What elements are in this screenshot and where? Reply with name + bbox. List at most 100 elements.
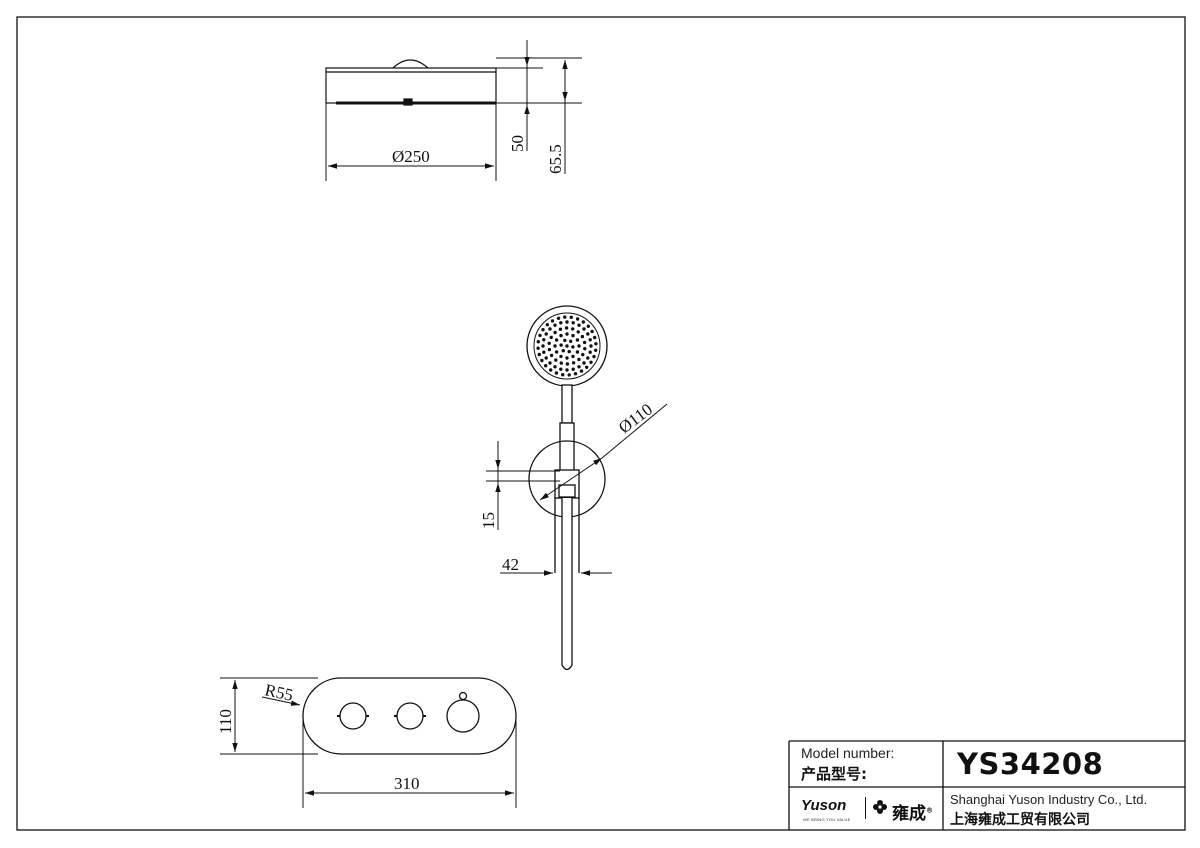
spray-nozzle <box>577 323 581 327</box>
title-block: Model number: 产品型号: YS34208 Yuson WE BRI… <box>789 741 1185 830</box>
spray-nozzle <box>541 344 545 348</box>
spray-nozzle <box>559 361 563 365</box>
spray-nozzle <box>540 358 544 363</box>
valve-knob-2 <box>394 702 426 730</box>
spray-nozzle <box>571 327 575 331</box>
spray-nozzle <box>549 368 553 372</box>
plate-height-label: 110 <box>216 709 235 734</box>
spray-nozzle <box>577 344 581 348</box>
model-number-value: YS34208 <box>957 747 1104 781</box>
spray-nozzle <box>577 357 581 362</box>
sheet-border <box>16 16 1186 831</box>
spray-nozzle <box>547 341 551 345</box>
spray-nozzle <box>554 350 559 354</box>
spray-nozzle <box>571 354 575 359</box>
spray-nozzle <box>548 327 552 331</box>
company-logo-text: Yuson <box>801 797 847 814</box>
spray-nozzle <box>571 333 575 338</box>
logo-separator <box>865 797 866 819</box>
spray-nozzle <box>565 344 569 348</box>
spray-nozzle <box>550 319 555 323</box>
spray-nozzle <box>569 339 573 343</box>
spray-nozzle <box>565 320 569 324</box>
spray-nozzle <box>554 371 559 375</box>
spray-nozzle <box>594 342 598 346</box>
spray-nozzle <box>586 332 590 336</box>
spray-nozzle <box>558 327 563 331</box>
valve-plate-outline <box>302 677 517 755</box>
thermostat-knob <box>446 691 480 733</box>
bracket-depth-label: 42 <box>502 555 519 574</box>
spray-nozzle <box>537 352 541 357</box>
spray-nozzle <box>559 367 563 371</box>
spray-nozzle <box>588 350 592 354</box>
spray-nozzles <box>536 315 598 377</box>
hand-shower-handle-upper <box>561 384 573 424</box>
spray-nozzle <box>582 340 587 345</box>
spray-nozzle <box>561 349 565 353</box>
spray-nozzle <box>589 360 593 364</box>
hand-shower-hose <box>561 498 573 671</box>
spray-nozzle <box>559 343 563 347</box>
spray-nozzle <box>565 332 569 336</box>
model-number-label-cn: 产品型号: <box>801 765 867 783</box>
spray-nozzle <box>571 321 575 325</box>
company-name-en: Shanghai Yuson Industry Co., Ltd. <box>950 792 1148 807</box>
rain-total-height-label: 65.5 <box>546 144 565 174</box>
spray-nozzle <box>575 350 580 354</box>
spray-nozzle <box>559 321 563 325</box>
spray-nozzle <box>573 372 578 376</box>
rain-dimension-lines <box>325 40 582 181</box>
spray-nozzle <box>553 344 557 348</box>
spray-nozzle <box>577 365 581 369</box>
spray-nozzle <box>581 320 585 324</box>
spray-nozzle <box>549 353 554 358</box>
registered-mark: ® <box>926 806 933 815</box>
spray-nozzle <box>542 350 546 354</box>
rain-diameter-label: Ø250 <box>392 147 430 166</box>
model-number-label: Model number: <box>801 745 895 761</box>
spray-nozzle <box>563 315 567 319</box>
spray-nozzle <box>548 361 552 365</box>
bracket-height-label: 15 <box>479 512 498 529</box>
spray-nozzle <box>538 333 542 338</box>
spray-nozzle <box>565 368 569 372</box>
spray-nozzle <box>593 335 597 340</box>
plate-width-label: 310 <box>394 774 420 793</box>
spray-nozzle <box>542 338 546 342</box>
spray-nozzle <box>541 328 545 332</box>
spray-nozzle <box>556 316 561 320</box>
plate-radius-label: R55 <box>263 680 295 704</box>
rain-height-label: 50 <box>508 135 527 152</box>
company-logo-tagline: WE BRING YOU VALUE <box>803 817 851 822</box>
spray-nozzle <box>582 361 586 365</box>
spray-nozzle <box>564 326 569 330</box>
spray-nozzle <box>554 358 558 362</box>
spray-nozzle <box>536 340 540 344</box>
spray-nozzle <box>571 361 576 365</box>
spray-nozzle <box>567 349 571 354</box>
spray-nozzle <box>547 347 552 352</box>
spray-nozzle <box>565 356 569 360</box>
spray-nozzle <box>592 354 596 359</box>
company-name-cn: 上海雍成工贸有限公司 <box>950 812 1090 828</box>
spray-nozzle <box>588 338 592 342</box>
rain-shower-side-view <box>325 59 497 106</box>
spray-nozzle <box>567 373 571 377</box>
spray-nozzle <box>553 330 557 335</box>
hand-shower-assembly <box>526 305 608 671</box>
spray-nozzle <box>549 335 553 340</box>
spray-nozzle <box>544 364 548 368</box>
spray-nozzle <box>553 365 557 369</box>
spray-nozzle <box>575 317 580 321</box>
spray-nozzle <box>583 347 587 351</box>
spray-nozzle <box>571 367 575 371</box>
company-logo-cn-text: 雍成 <box>892 804 926 824</box>
spray-nozzle <box>589 344 593 348</box>
hand-diameter-label: Ø110 <box>615 400 656 438</box>
spray-nozzle <box>569 315 573 319</box>
valve-knob-1 <box>337 702 369 730</box>
spray-nozzle <box>536 346 540 350</box>
spray-nozzle <box>586 356 590 360</box>
